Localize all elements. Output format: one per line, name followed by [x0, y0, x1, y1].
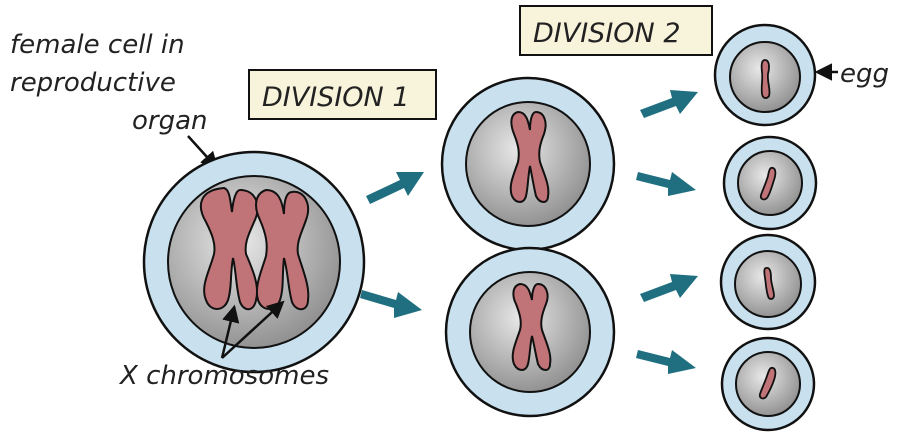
division-2-label: DIVISION 2: [519, 5, 713, 56]
chromosome-egg-1: [760, 59, 771, 99]
female-cell-label-line1: female cell in: [10, 30, 185, 60]
female-cell-label-line2: reproductive: [10, 68, 176, 98]
female-cell-label: female cell in reproductive organ: [10, 30, 208, 136]
chromosome-egg-4: [758, 366, 777, 400]
egg-label: egg: [840, 59, 889, 89]
division-2-arrow-2: [636, 172, 696, 196]
division-2-arrow-3: [640, 274, 698, 302]
parent-cell: [142, 150, 366, 374]
egg-cell-3: [719, 233, 817, 331]
chromosome-daughter-top: [509, 110, 550, 203]
x-chromosome-left: [199, 186, 259, 311]
chromosome-egg-3: [763, 266, 775, 300]
daughter-cell-bottom: [444, 246, 616, 418]
daughter-cell-top: [440, 76, 616, 252]
division-2-arrow-1: [640, 90, 698, 118]
x-chromosome-pointer-right: [221, 300, 285, 359]
division-2-arrow-4: [636, 350, 696, 374]
egg-cell-4: [720, 336, 816, 432]
division-1-arrow-bottom: [360, 290, 422, 318]
division-1-arrow-top: [366, 172, 424, 204]
egg-cell-1: [713, 23, 817, 127]
division-2-text: DIVISION 2: [533, 18, 681, 49]
x-chromosome-right: [255, 188, 310, 311]
chromosome-daughter-bottom: [511, 282, 552, 371]
female-cell-label-line3: organ: [132, 106, 208, 136]
egg-cell-2: [722, 135, 818, 231]
division-1-label: DIVISION 1: [248, 69, 437, 120]
chromosome-egg-2: [759, 166, 777, 201]
x-chromosomes-label: X chromosomes: [118, 361, 329, 391]
division-1-text: DIVISION 1: [262, 82, 410, 113]
x-chromosome-pointer-left: [220, 304, 240, 359]
